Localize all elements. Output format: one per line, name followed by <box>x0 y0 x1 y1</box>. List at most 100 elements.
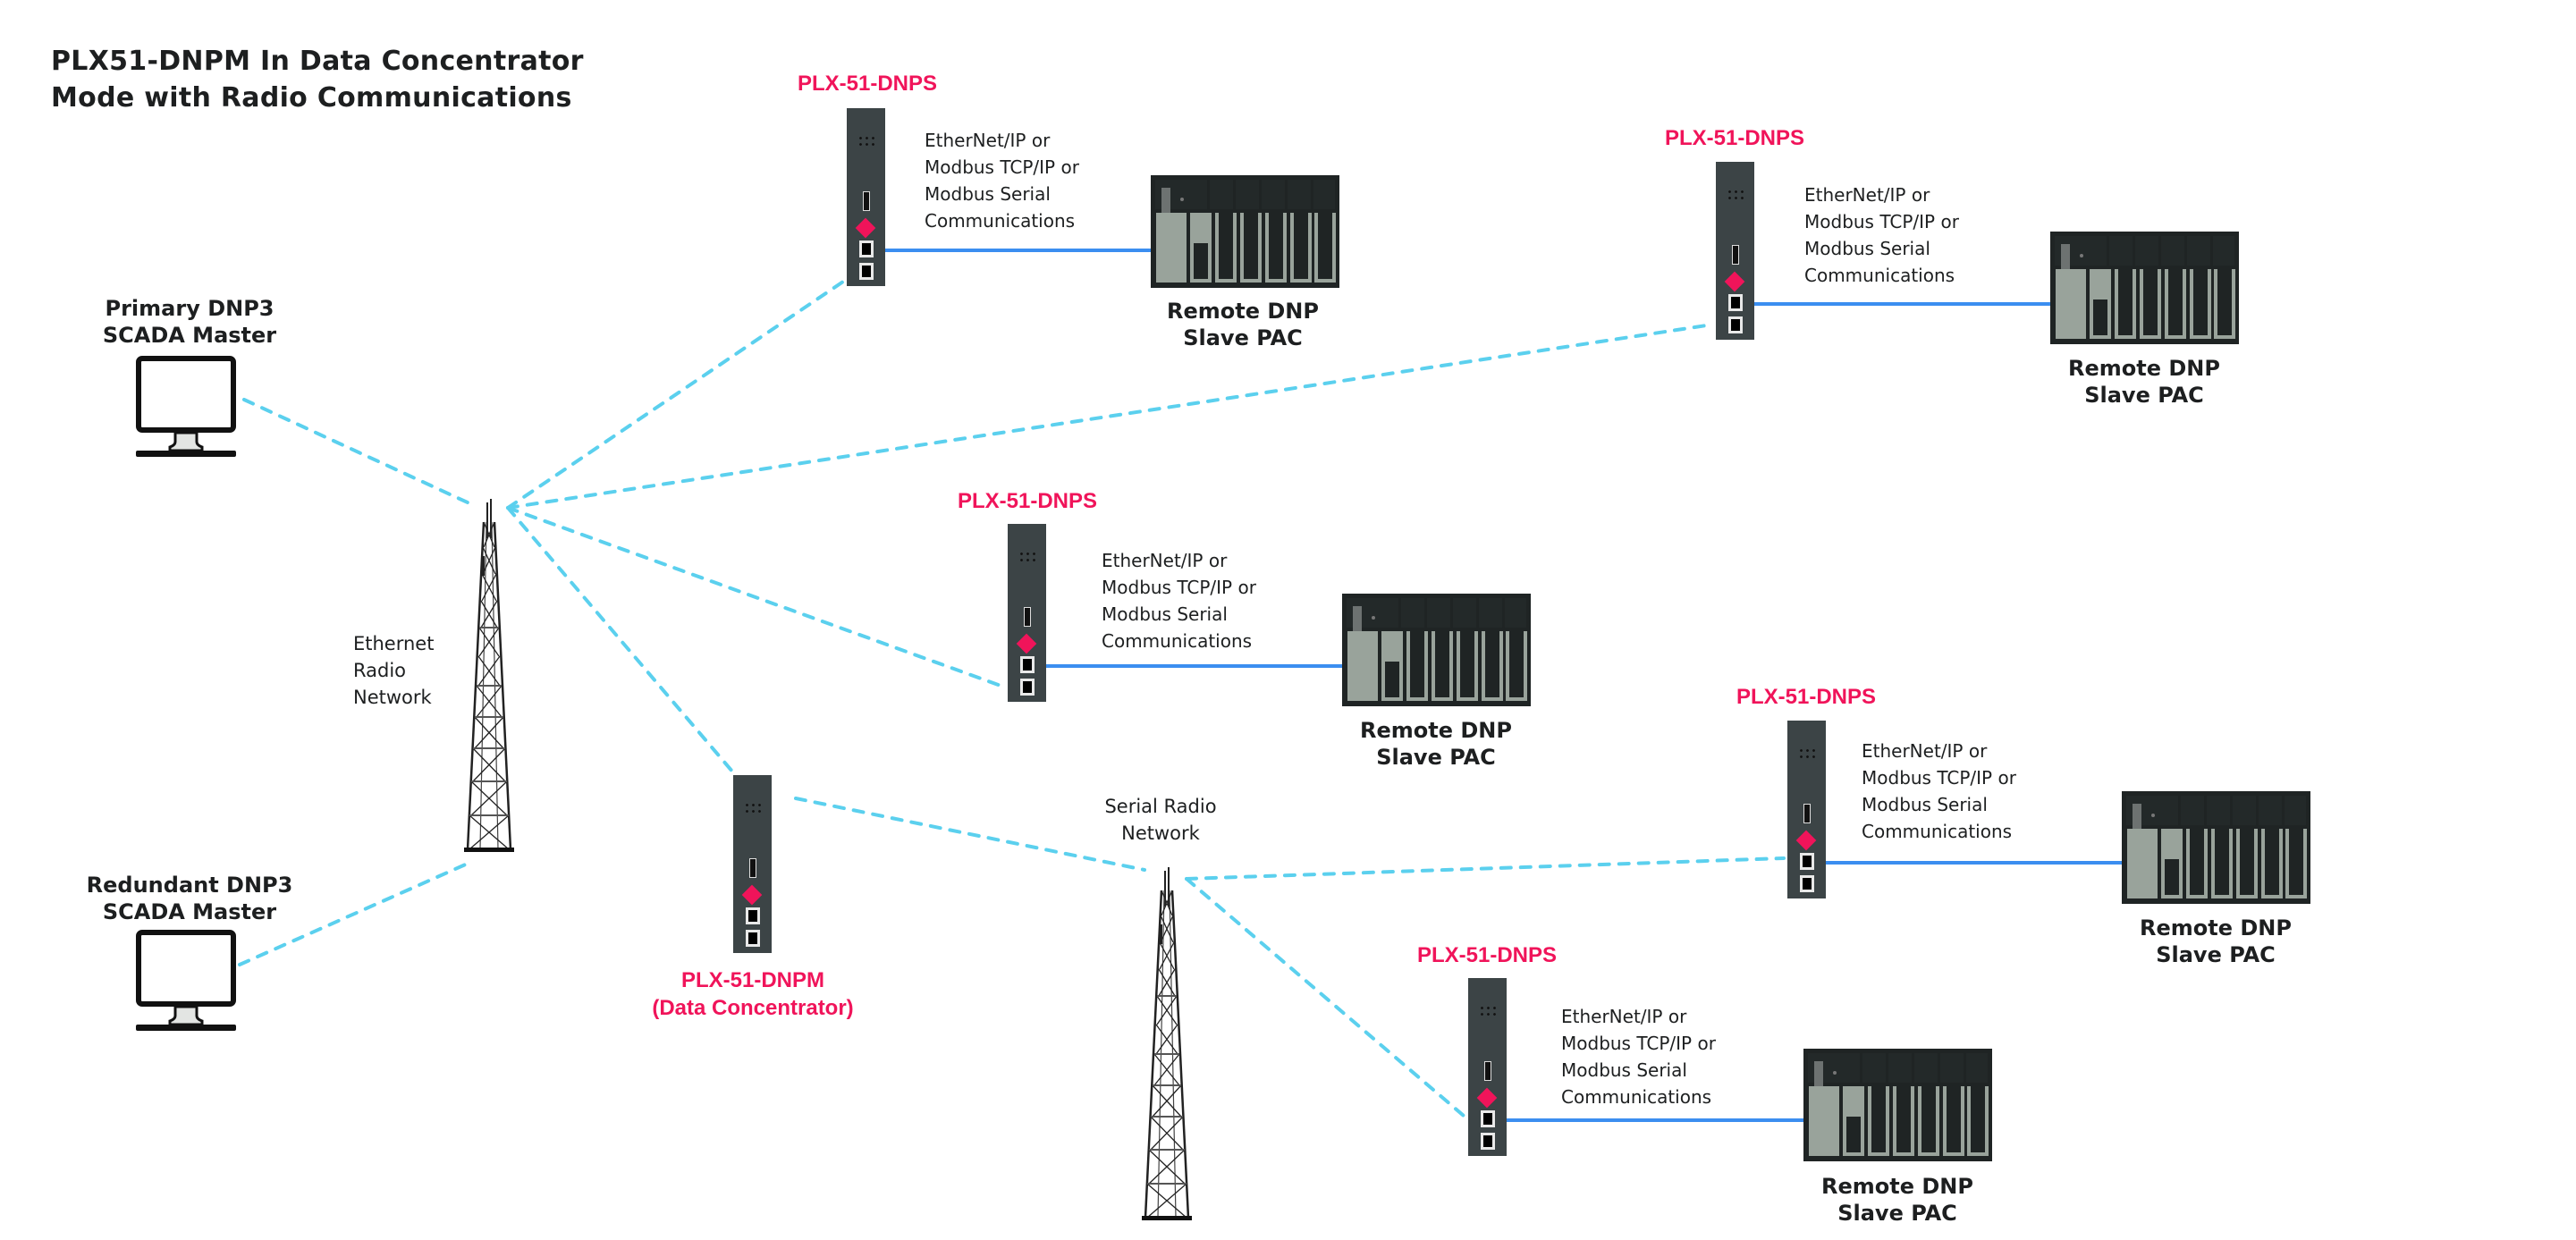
cpu-card-icon <box>1190 213 1212 283</box>
vent-dots-icon <box>744 802 762 813</box>
ethernet-port-icon <box>1728 316 1743 333</box>
ethernet-port-icon <box>746 930 760 947</box>
io-module-top <box>1888 1053 1912 1083</box>
pac-label-line-2: Slave PAC <box>2156 942 2276 967</box>
io-card-icon <box>2261 829 2283 898</box>
plx51-dnps-module-icon <box>1008 524 1046 702</box>
link-site-4 <box>1185 856 1786 881</box>
protocol-line: EtherNet/IP or <box>925 130 1051 151</box>
protocol-line: Modbus TCP/IP or <box>1102 577 1256 598</box>
io-card-icon <box>2115 269 2136 339</box>
status-led-icon <box>1016 633 1037 654</box>
protocol-line: Communications <box>1102 630 1253 652</box>
pac-rack-icon <box>1342 594 1531 706</box>
concentrator-role: (Data Concentrator) <box>652 996 854 1020</box>
protocol-line: Communications <box>1862 821 2013 842</box>
ethernet-port-icon <box>1481 1133 1495 1150</box>
indicator-icon <box>1814 1061 1823 1086</box>
io-card-icon <box>2165 269 2186 339</box>
protocol-line: EtherNet/IP or <box>1102 550 1228 571</box>
primary-master-line-1: Primary DNP3 <box>105 296 274 321</box>
cpu-card-icon <box>2090 269 2111 339</box>
protocol-line: Modbus TCP/IP or <box>1561 1033 1716 1054</box>
io-card-icon <box>2285 829 2307 898</box>
serial-network-label: Serial Radio Network <box>1104 793 1216 847</box>
sd-slot-icon <box>749 858 756 878</box>
io-module-top <box>2259 796 2282 825</box>
io-card-icon <box>1506 631 1527 701</box>
gateway-label: PLX-51-DNPS <box>1664 126 1805 150</box>
power-supply-icon <box>1347 631 1378 701</box>
concentrator-label: PLX-51-DNPM (Data Concentrator) <box>652 966 853 1022</box>
protocol-line: Communications <box>1804 265 1955 286</box>
io-card-icon <box>2211 829 2233 898</box>
io-card-icon <box>1893 1086 1914 1156</box>
io-module-top <box>2161 236 2184 266</box>
indicator-dot-icon <box>2151 814 2155 817</box>
io-card-icon <box>1943 1086 1964 1156</box>
indicator-dot-icon <box>1833 1071 1837 1075</box>
status-led-icon <box>1476 1087 1498 1109</box>
cpu-card-icon <box>2161 829 2183 898</box>
io-card-icon <box>1290 213 1312 283</box>
protocol-label: EtherNet/IP or Modbus TCP/IP or Modbus S… <box>1862 738 2016 845</box>
vent-dots-icon <box>1798 747 1816 758</box>
protocol-line: Modbus TCP/IP or <box>1862 767 2016 789</box>
ethernet-port-icon <box>859 240 874 257</box>
sd-slot-icon <box>1732 245 1739 265</box>
sd-slot-icon <box>1803 804 1811 823</box>
sd-slot-icon <box>1024 607 1031 627</box>
ethernet-port-icon <box>746 907 760 924</box>
io-module-top <box>1940 1053 1964 1083</box>
serial-network-line-1: Serial Radio <box>1104 796 1217 817</box>
io-module-top <box>1505 598 1526 628</box>
gateway-label: PLX-51-DNPS <box>957 489 1098 513</box>
ethernet-port-icon <box>1800 853 1814 870</box>
cpu-card-icon <box>1843 1086 1864 1156</box>
indicator-dot-icon <box>1180 198 1184 201</box>
io-module-top <box>2187 236 2210 266</box>
link-concentrator-serial <box>794 797 1146 872</box>
pac-label-line-2: Slave PAC <box>1183 325 1303 350</box>
vent-dots-icon <box>1018 551 1036 561</box>
status-led-icon <box>1724 271 1745 292</box>
serial-network-line-2: Network <box>1121 822 1200 844</box>
protocol-line: EtherNet/IP or <box>1561 1006 1687 1027</box>
io-card-icon <box>1314 213 1336 283</box>
pac-rack-icon <box>1151 175 1339 288</box>
protocol-line: Modbus Serial <box>1102 603 1228 625</box>
sd-slot-icon <box>1484 1061 1491 1081</box>
power-supply-icon <box>1809 1086 1839 1156</box>
ethernet-network-line-3: Network <box>353 687 432 708</box>
protocol-line: Modbus Serial <box>1862 794 1988 815</box>
sd-slot-icon <box>863 191 870 211</box>
ethernet-radio-tower-icon <box>462 497 516 854</box>
io-card-icon <box>1432 631 1453 701</box>
io-module-top <box>1401 598 1424 628</box>
io-card-icon <box>1868 1086 1889 1156</box>
pac-label: Remote DNP Slave PAC <box>1360 717 1512 771</box>
io-card-icon <box>1240 213 1262 283</box>
indicator-icon <box>2061 244 2070 269</box>
protocol-line: Modbus TCP/IP or <box>925 156 1079 178</box>
link-site-5 <box>1185 877 1465 1118</box>
indicator-dot-icon <box>1372 616 1375 620</box>
protocol-line: Modbus TCP/IP or <box>1804 211 1959 232</box>
title-line-2: Mode with Radio Communications <box>51 82 572 114</box>
link-concentrator <box>506 506 735 774</box>
pac-rack-icon <box>2050 232 2239 344</box>
plx51-dnps-module-icon <box>1787 721 1826 898</box>
io-card-icon <box>2190 269 2211 339</box>
vent-dots-icon <box>1727 189 1744 199</box>
pac-label-line-2: Slave PAC <box>1837 1201 1957 1226</box>
pac-label: Remote DNP Slave PAC <box>2140 915 2292 968</box>
status-led-icon <box>741 884 763 906</box>
protocol-label: EtherNet/IP or Modbus TCP/IP or Modbus S… <box>1561 1003 1716 1110</box>
io-module-top <box>1427 598 1450 628</box>
protocol-line: EtherNet/IP or <box>1804 184 1930 206</box>
serial-radio-tower-icon <box>1140 865 1194 1222</box>
io-module-top <box>2109 236 2133 266</box>
protocol-line: Modbus Serial <box>1561 1059 1687 1081</box>
